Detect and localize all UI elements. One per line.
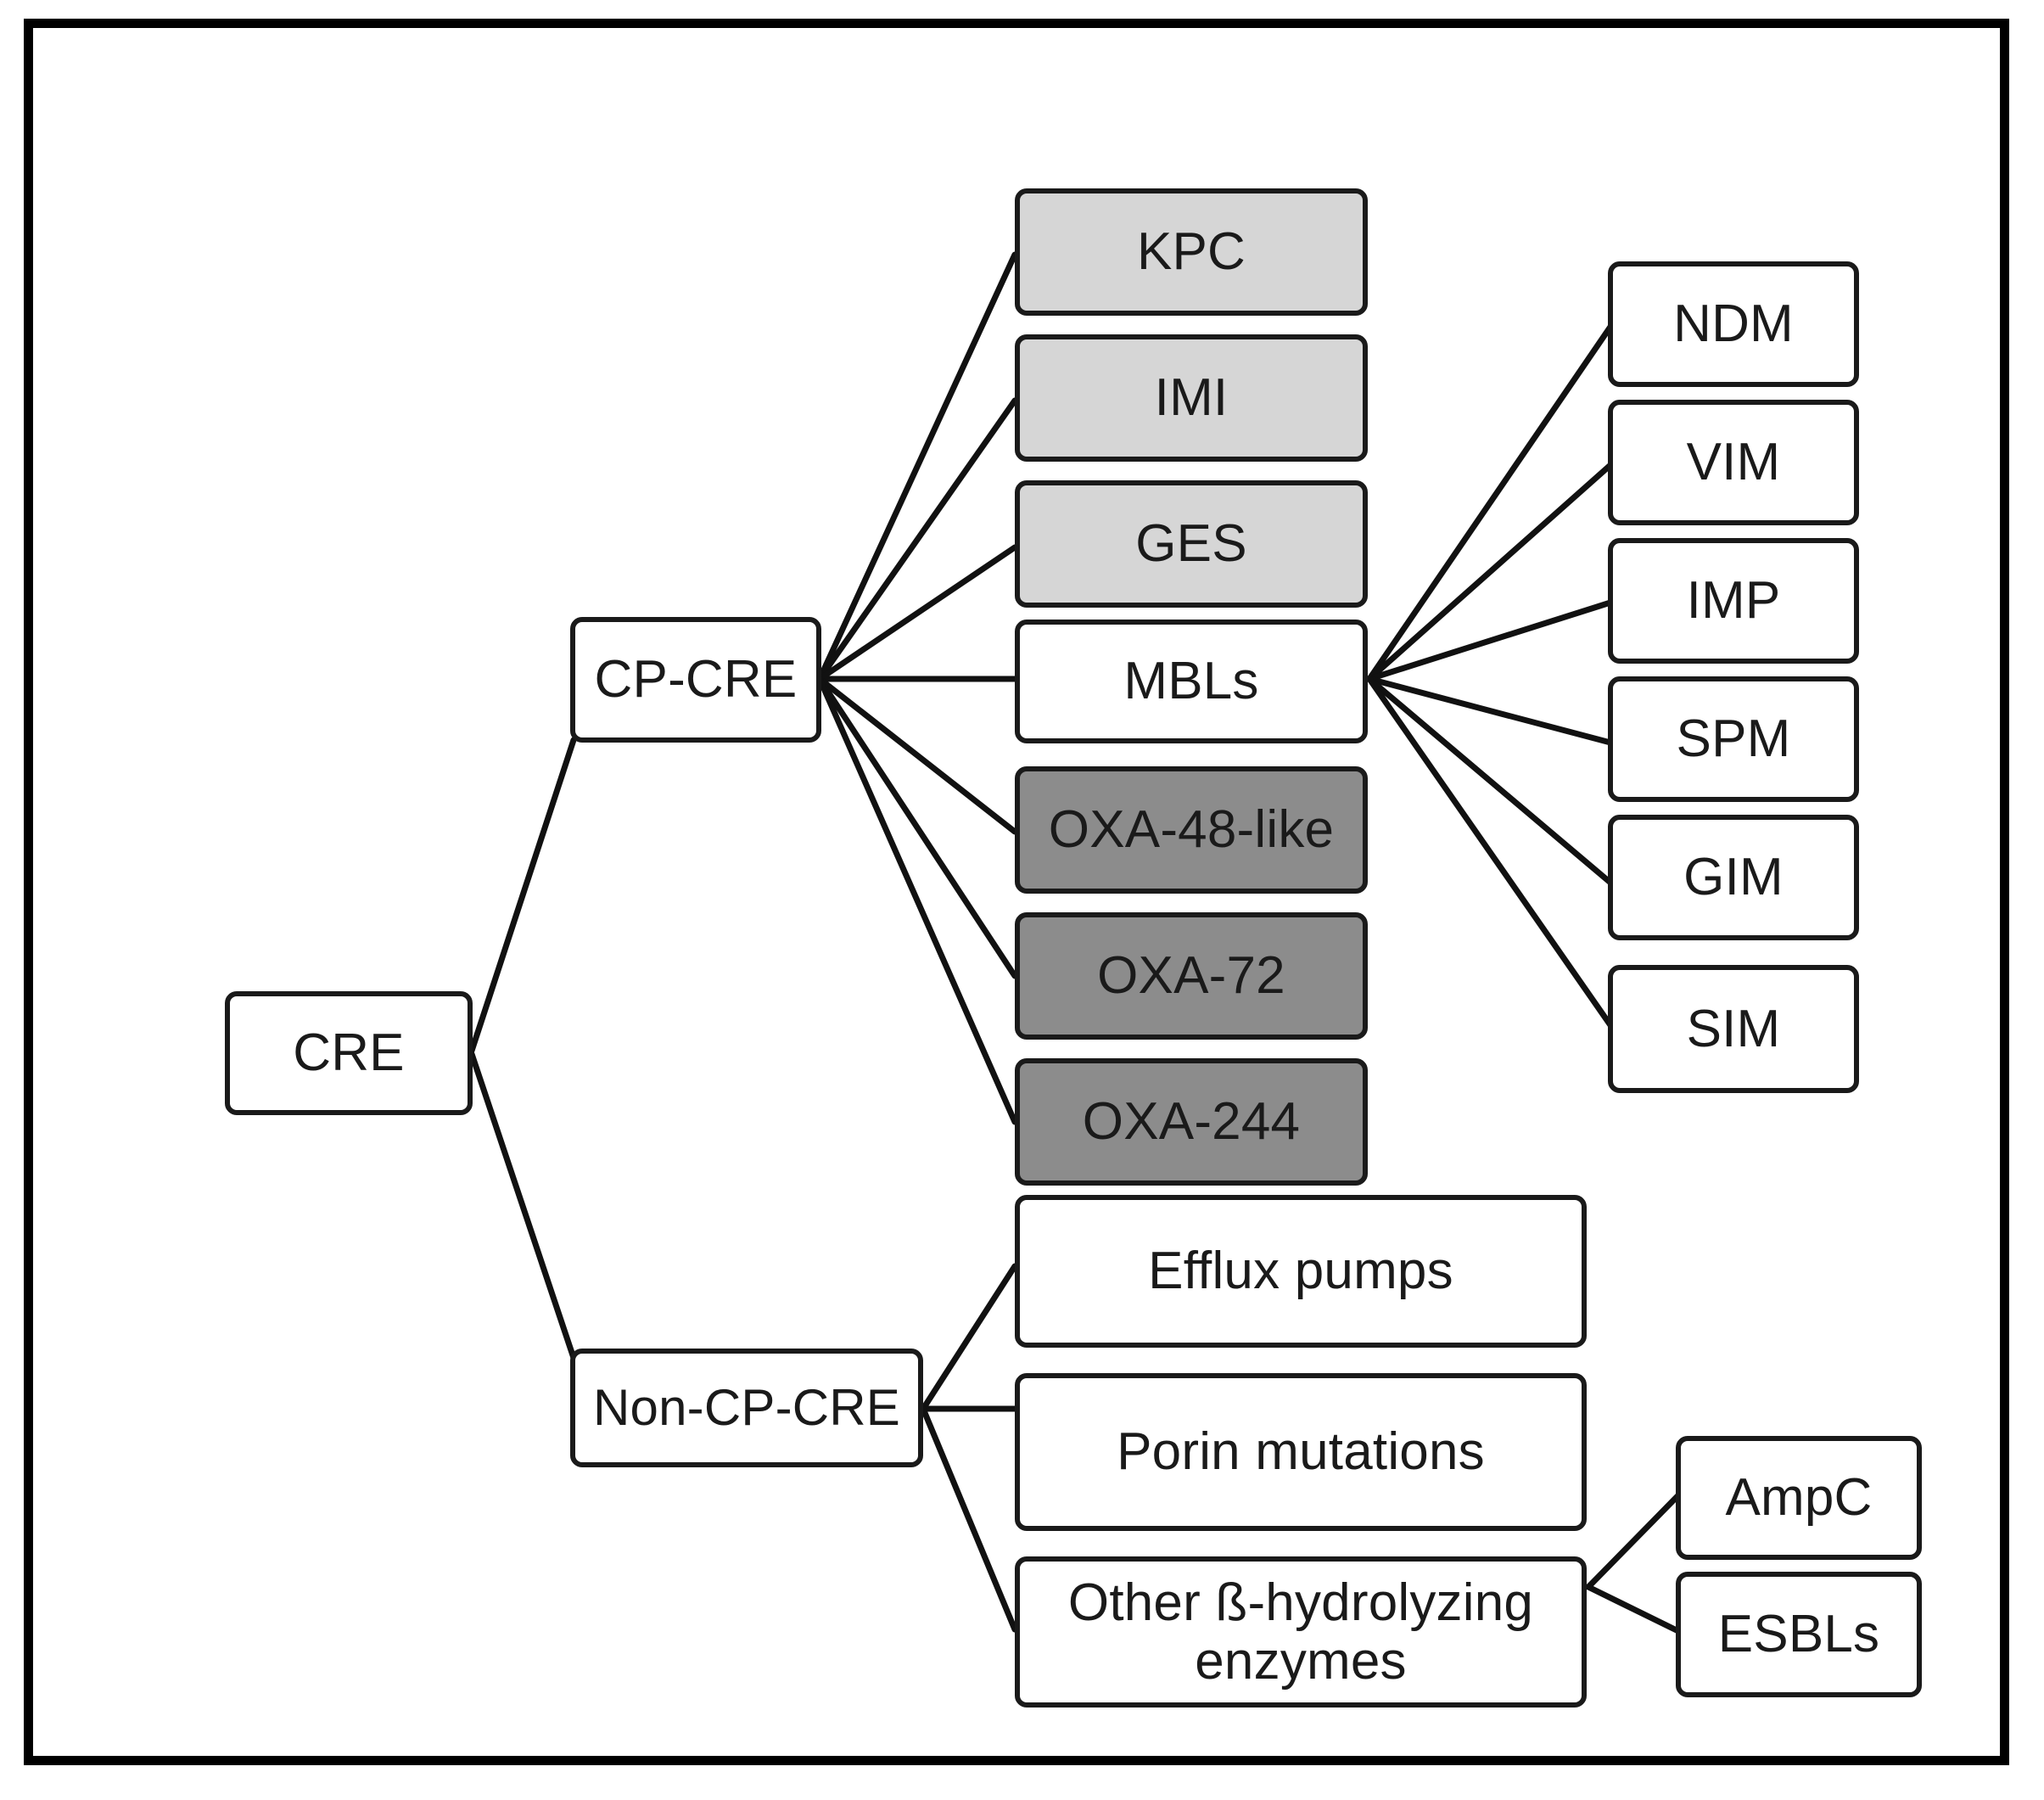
node-other-hydrolyzing-enzymes[interactable]: Other ß-hydrolyzing enzymes	[1015, 1556, 1587, 1707]
node-oxa-48-like-label: OXA-48-like	[1048, 800, 1335, 860]
node-oxa-244[interactable]: OXA-244	[1015, 1058, 1368, 1186]
node-imp-label: IMP	[1686, 571, 1781, 631]
node-oxa-72[interactable]: OXA-72	[1015, 912, 1368, 1040]
node-cre-label: CRE	[293, 1023, 405, 1083]
node-ges-label: GES	[1135, 514, 1247, 574]
node-gim-label: GIM	[1683, 848, 1784, 907]
node-porin-mutations-label: Porin mutations	[1117, 1422, 1485, 1482]
node-spm[interactable]: SPM	[1608, 676, 1859, 802]
node-porin-mutations[interactable]: Porin mutations	[1015, 1373, 1587, 1531]
node-esbls-label: ESBLs	[1717, 1605, 1880, 1664]
node-ndm[interactable]: NDM	[1608, 261, 1859, 387]
node-kpc-label: KPC	[1136, 222, 1246, 282]
node-oxa-48-like[interactable]: OXA-48-like	[1015, 766, 1368, 894]
node-cp-cre-label: CP-CRE	[594, 650, 798, 709]
node-mbls-label: MBLs	[1123, 652, 1259, 711]
node-ndm-label: NDM	[1673, 294, 1794, 354]
node-ges[interactable]: GES	[1015, 480, 1368, 608]
node-non-cp-cre-label: Non-CP-CRE	[592, 1379, 901, 1437]
node-spm-label: SPM	[1676, 709, 1791, 769]
node-cre[interactable]: CRE	[225, 991, 473, 1115]
node-vim[interactable]: VIM	[1608, 400, 1859, 525]
node-imp[interactable]: IMP	[1608, 538, 1859, 664]
node-sim-label: SIM	[1686, 999, 1781, 1058]
node-mbls[interactable]: MBLs	[1015, 620, 1368, 743]
node-oxa-244-label: OXA-244	[1082, 1092, 1301, 1152]
node-other-hydrolyzing-enzymes-label: Other ß-hydrolyzing enzymes	[1067, 1573, 1534, 1691]
node-imi-label: IMI	[1154, 368, 1229, 428]
node-kpc[interactable]: KPC	[1015, 188, 1368, 316]
node-gim[interactable]: GIM	[1608, 815, 1859, 940]
node-efflux-pumps[interactable]: Efflux pumps	[1015, 1195, 1587, 1348]
node-sim[interactable]: SIM	[1608, 965, 1859, 1093]
node-cp-cre[interactable]: CP-CRE	[570, 617, 821, 743]
node-esbls[interactable]: ESBLs	[1676, 1572, 1922, 1697]
node-non-cp-cre[interactable]: Non-CP-CRE	[570, 1349, 923, 1467]
node-ampc-label: AmpC	[1725, 1468, 1873, 1528]
node-efflux-pumps-label: Efflux pumps	[1148, 1242, 1453, 1301]
node-imi[interactable]: IMI	[1015, 334, 1368, 462]
node-oxa-72-label: OXA-72	[1097, 946, 1285, 1006]
node-ampc[interactable]: AmpC	[1676, 1436, 1922, 1560]
node-vim-label: VIM	[1686, 433, 1781, 492]
